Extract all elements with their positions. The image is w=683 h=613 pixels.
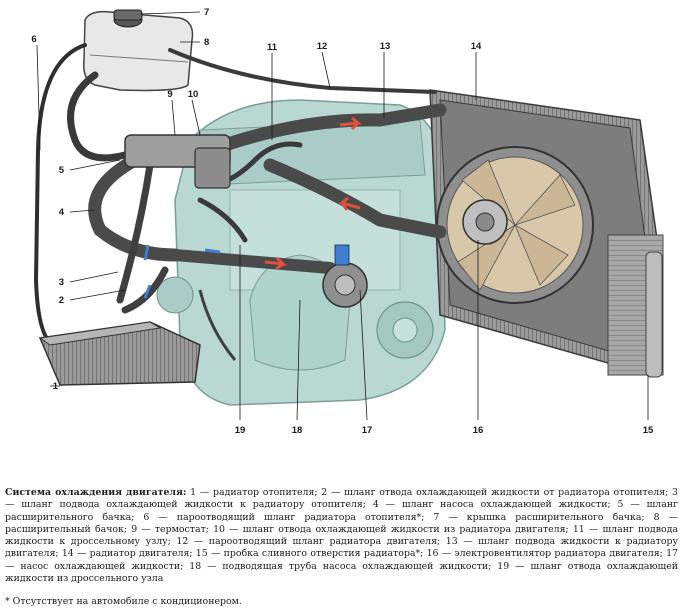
callout-label-4: 4 [59,207,65,218]
cooling-system-diagram: 1 2 3 4 5 6 7 8 9 10 11 12 13 14 15 16 1… [31,7,664,436]
caption-title: Система охлаждения двигателя: [5,487,187,498]
callout-label-6: 6 [31,34,36,45]
callout-label-14: 14 [471,41,482,52]
callout-label-5: 5 [59,165,65,176]
callout-label-13: 13 [380,41,391,52]
callout-label-18: 18 [292,425,303,436]
radiator-fan [436,146,594,304]
footnote: * Отсутствует на автомобиле с кондиционе… [5,596,242,607]
callout-label-1: 1 [53,381,59,392]
callout-label-12: 12 [317,41,328,52]
callout-label-19: 19 [235,425,246,436]
engine-block [156,99,446,406]
callout-label-11: 11 [267,42,278,53]
callout-label-15: 15 [643,425,654,436]
thermostat [124,134,231,189]
radiator-heater [38,321,201,386]
figure-caption: Система охлаждения двигателя: 1 — радиат… [5,487,678,585]
expansion-tank [82,9,194,92]
callout-label-9: 9 [167,89,172,100]
caption-text: 1 — радиатор отопителя; 2 — шланг отвода… [5,487,678,585]
callout-label-3: 3 [59,277,64,288]
callout-label-17: 17 [362,425,373,436]
callout-label-2: 2 [59,295,64,306]
callout-label-10: 10 [188,89,199,100]
callout-label-16: 16 [473,425,484,436]
flow-arrows [143,116,362,299]
callout-label-7: 7 [204,7,209,18]
coolant-pump [322,244,368,308]
leader-lines [36,11,649,421]
callout-label-8: 8 [204,37,209,48]
